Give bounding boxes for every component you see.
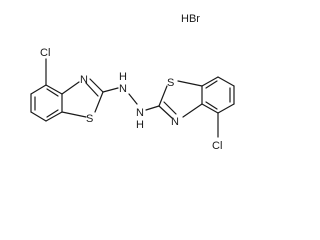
n-n-bond [128,93,138,105]
left-ring-s-label: S [86,113,93,125]
left-benzene-double [46,109,59,118]
right-ring-s-label: S [167,77,174,89]
right-thiazole-bond [177,80,203,87]
left-benzene-bond [30,84,47,95]
right-link-n-label: N [136,107,144,119]
left-thiazole-bond [61,81,80,95]
right-thiazole-bond [182,103,203,118]
left-c-n-bond [102,87,119,93]
left-chloro-label: Cl [40,47,50,59]
left-thiazole-double [85,82,99,97]
right-benzene-double [205,101,218,110]
left-thiazole-bond [89,78,104,93]
right-link-h-label: H [136,119,144,131]
right-benzene-bond [201,103,219,114]
left-benzothiazole: Cl N S [30,47,104,125]
left-benzene-double [46,88,59,97]
left-ring-n-label: N [80,74,88,86]
left-link-h-label: H [119,71,127,83]
right-benzene-bond [217,76,235,87]
right-benzene-bond [201,76,219,87]
right-thiazole-bond [158,85,168,107]
left-benzene-bond [45,84,63,95]
left-thiazole-bond [61,111,87,118]
right-thiazole-bond [158,105,173,119]
right-benzene-bond [217,103,235,114]
right-benzene-double [205,80,218,89]
salt-label: HBr [181,13,200,25]
left-thiazole-bond [94,91,104,113]
right-n-c-bond [145,105,160,111]
left-benzene-bond [45,111,63,122]
right-thiazole-double [163,101,177,115]
left-benzene-bond [30,111,47,122]
right-chloro-label: Cl [212,140,222,152]
structure-diagram: HBr Cl N S N H N H [30,13,235,152]
right-ring-n-label: N [171,116,179,128]
hydrazine-linker: N H N H [102,71,160,131]
left-link-n-label: N [119,83,127,95]
right-benzothiazole: S N Cl [158,76,235,152]
